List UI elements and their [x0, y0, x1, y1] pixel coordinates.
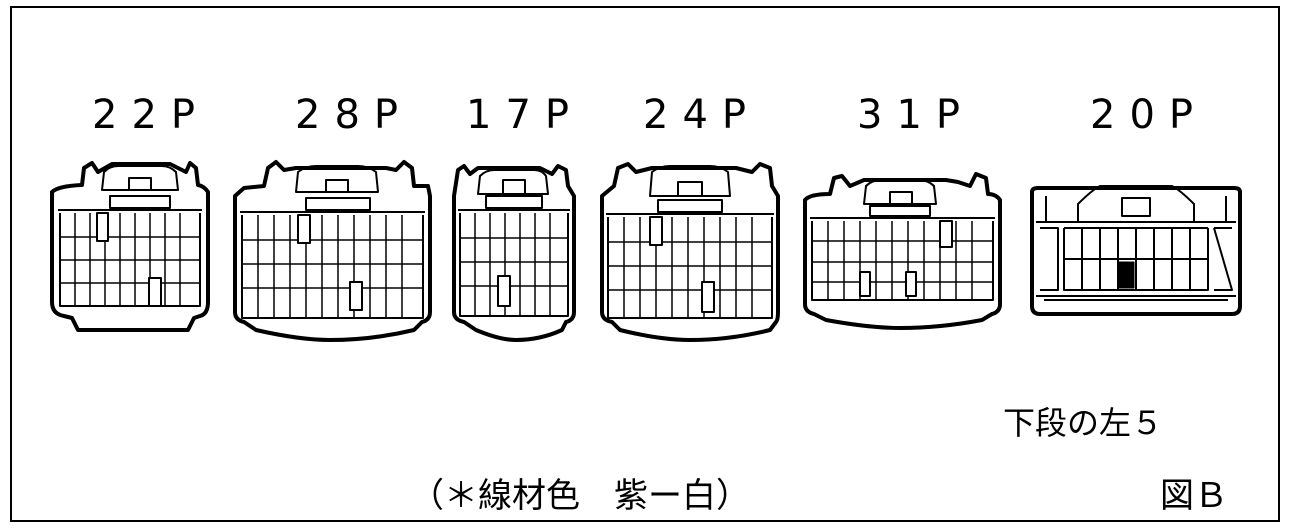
connector-28p-drawing [233, 160, 432, 342]
connector-label-31p: 31P [857, 92, 975, 138]
diagram-frame [10, 6, 1280, 522]
connector-label-17p: 17P [466, 92, 584, 138]
connector-label-20p: 20P [1090, 92, 1208, 138]
connector-17p-drawing [452, 164, 576, 342]
wire-color-note: （＊線材色 紫ー白） [410, 476, 750, 516]
position-note: 下段の左５ [1003, 404, 1164, 442]
connector-31p-drawing [803, 172, 1002, 330]
connector-label-22p: 22P [92, 92, 210, 138]
connector-24p-drawing [600, 162, 780, 342]
connector-label-24p: 24P [643, 92, 761, 138]
connector-label-28p: 28P [295, 92, 413, 138]
figure-label: 図Ｂ [1160, 476, 1228, 516]
connector-22p-drawing [50, 161, 210, 332]
connector-20p-drawing [1030, 185, 1242, 316]
